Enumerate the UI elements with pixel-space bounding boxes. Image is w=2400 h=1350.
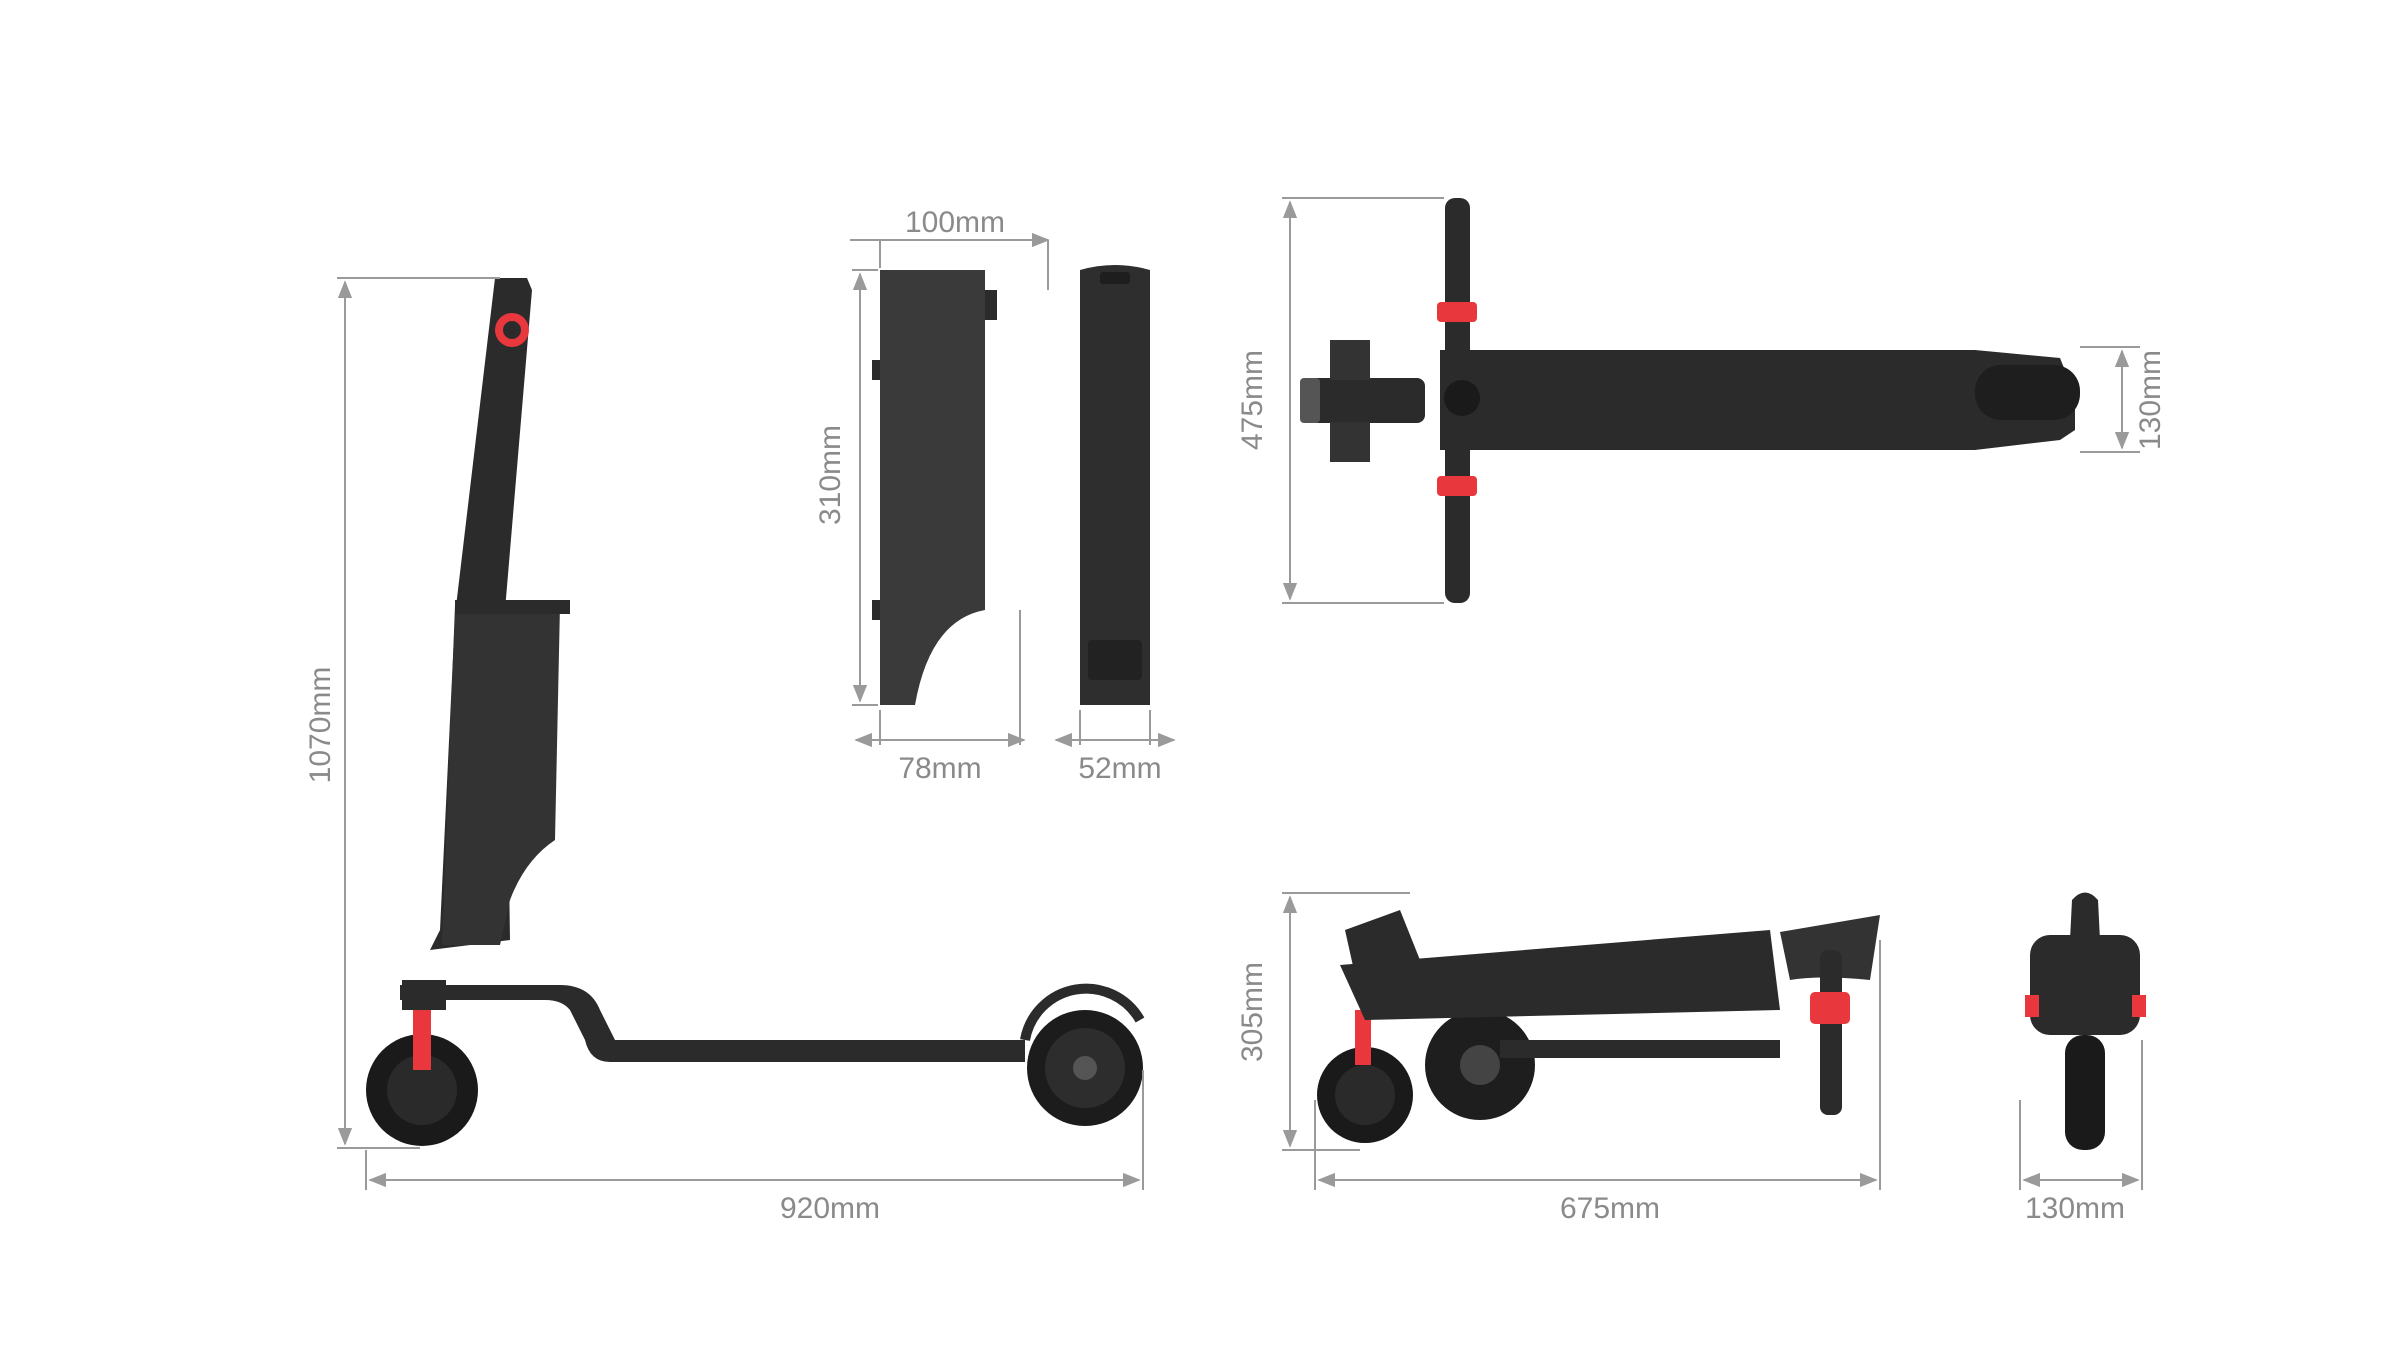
deck: [400, 985, 1025, 1062]
dimension-lines: [337, 197, 2143, 1190]
label-folded-height: 305mm: [1236, 962, 1269, 1062]
label-battery-height: 310mm: [814, 425, 847, 525]
top-view: [1300, 198, 2080, 603]
label-folded-width: 130mm: [2025, 1192, 2125, 1225]
label-unfolded-length: 920mm: [780, 1192, 880, 1225]
label-unfolded-height: 1070mm: [304, 667, 337, 784]
battery-front-view: [1080, 265, 1150, 705]
deck-top: [1440, 350, 2075, 450]
label-deck-width: 130mm: [2134, 350, 2167, 450]
dimension-labels: 1070mm 920mm 100mm 310mm 78mm 52mm 475mm…: [304, 206, 2167, 1225]
label-battery-width-top: 100mm: [905, 206, 1005, 239]
folded-side-view: [1317, 910, 1880, 1143]
unfolded-side-view: [366, 278, 1145, 1146]
label-handlebar-width: 475mm: [1236, 350, 1269, 450]
label-battery-depth: 78mm: [898, 752, 981, 785]
battery-mounted: [442, 605, 560, 945]
label-folded-length: 675mm: [1560, 1192, 1660, 1225]
label-battery-thickness: 52mm: [1078, 752, 1161, 785]
folded-front-view: [2025, 892, 2146, 1150]
battery-side-view: [872, 270, 997, 705]
